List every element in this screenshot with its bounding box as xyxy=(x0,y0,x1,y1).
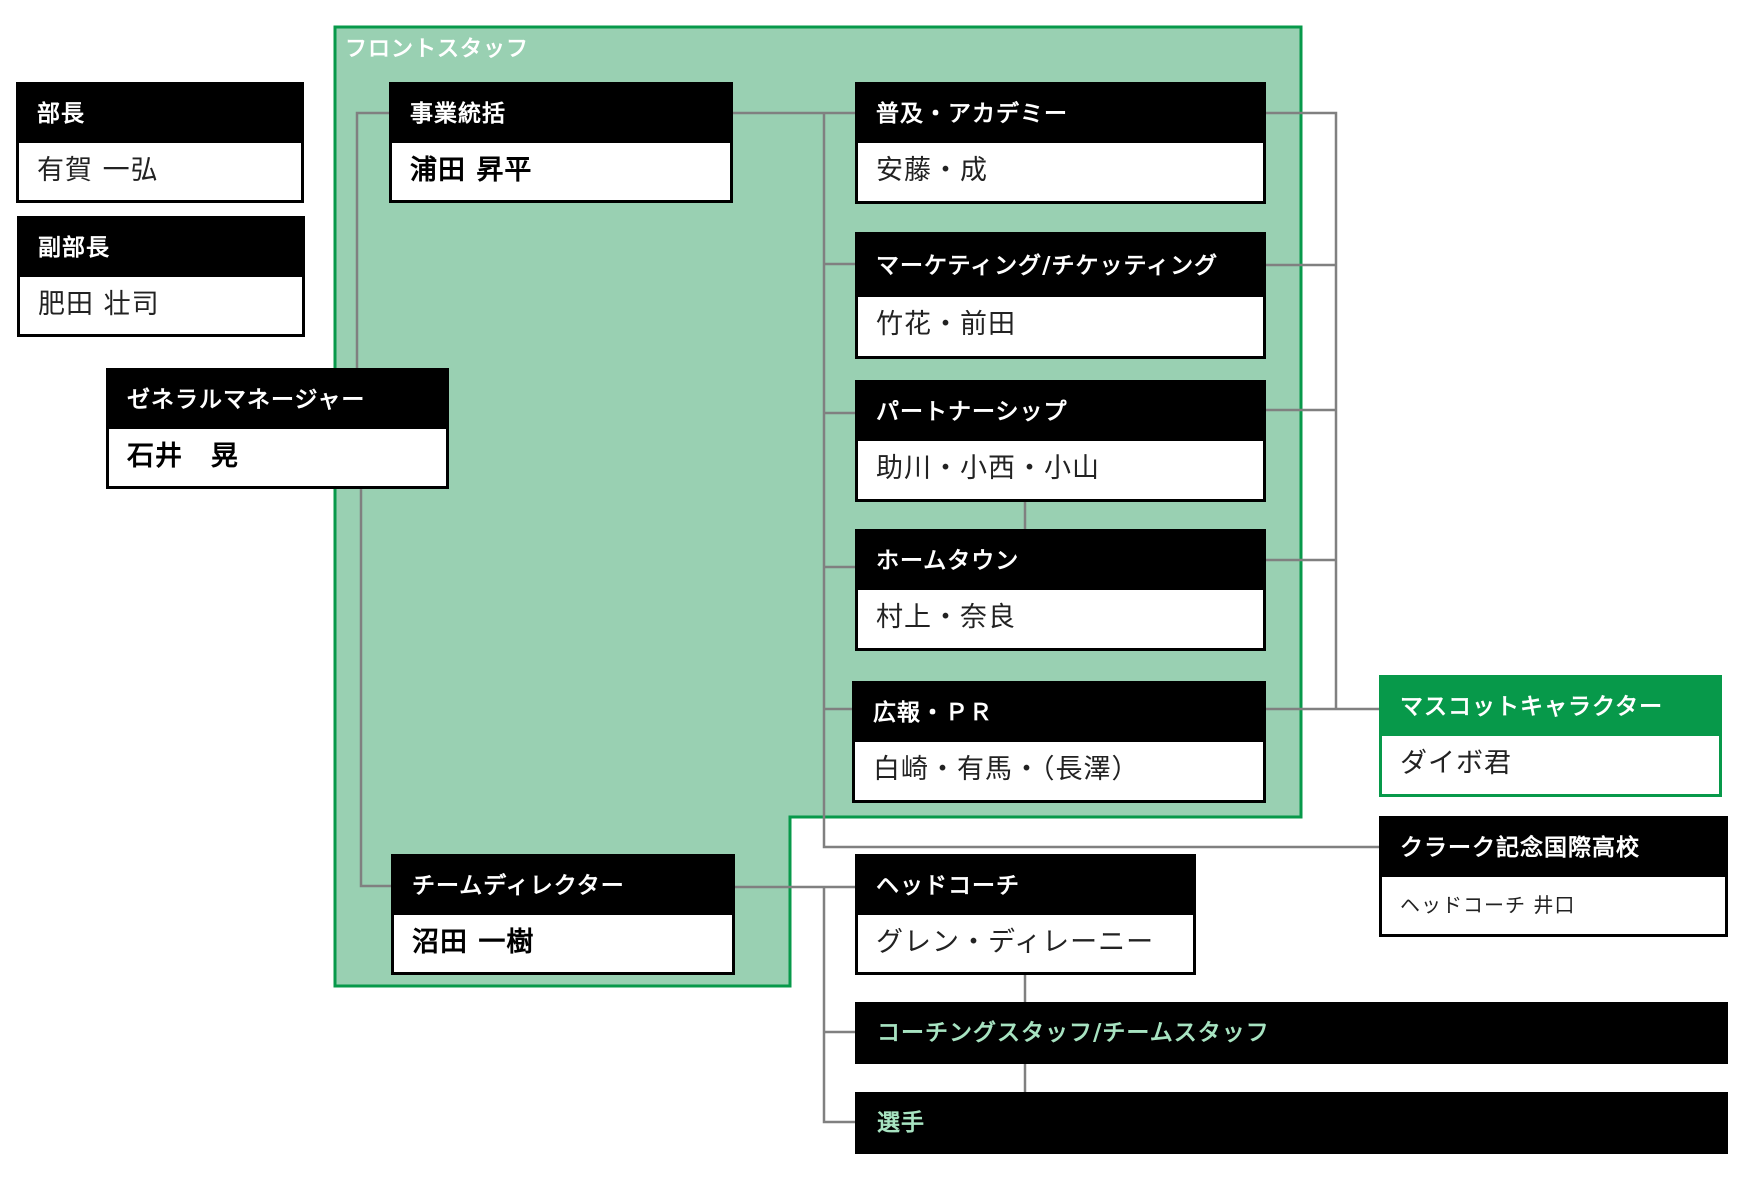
partnership-name: 助川・小西・小山 xyxy=(876,453,1100,484)
business-head-name: 浦田 昇平 xyxy=(410,155,533,186)
academy-box: 普及・アカデミー 安藤・成 xyxy=(855,82,1266,204)
dept-trunk-line xyxy=(822,113,1381,849)
general-manager-name: 石井 晃 xyxy=(127,441,239,472)
marketing-role: マーケティング/チケッティング xyxy=(858,235,1263,297)
business-head-box: 事業統括 浦田 昇平 xyxy=(389,82,733,203)
players-bar: 選手 xyxy=(855,1092,1728,1154)
clark-role: クラーク記念国際高校 xyxy=(1382,819,1725,877)
pr-box: 広報・ＰＲ 白崎・有馬・（長澤） xyxy=(852,681,1266,803)
pr-name: 白崎・有馬・（長澤） xyxy=(873,754,1140,785)
director-name: 有賀 一弘 xyxy=(37,155,159,186)
mascot-role: マスコットキャラクター xyxy=(1382,678,1719,736)
hometown-role: ホームタウン xyxy=(858,532,1263,590)
head-coach-name: グレン・ディレーニー xyxy=(876,927,1155,958)
team-director-box: チームディレクター 沼田 一樹 xyxy=(391,854,735,975)
head-coach-box: ヘッドコーチ グレン・ディレーニー xyxy=(855,854,1196,975)
team-director-name: 沼田 一樹 xyxy=(412,927,535,958)
deputy-director-box: 副部長 肥田 壮司 xyxy=(17,216,305,337)
front-staff-title: フロントスタッフ xyxy=(345,37,530,62)
marketing-name: 竹花・前田 xyxy=(876,309,1016,340)
team-trunk-line xyxy=(822,887,858,1124)
clark-name: ヘッドコーチ 井口 xyxy=(1400,893,1576,917)
director-role: 部長 xyxy=(19,85,301,143)
head-coach-role: ヘッドコーチ xyxy=(858,857,1193,915)
academy-role: 普及・アカデミー xyxy=(858,85,1263,143)
hometown-box: ホームタウン 村上・奈良 xyxy=(855,529,1266,651)
gm-to-business-line xyxy=(355,111,392,370)
coaching-staff-bar: コーチングスタッフ/チームスタッフ xyxy=(855,1002,1728,1064)
gm-to-team-line xyxy=(359,488,394,888)
mascot-box: マスコットキャラクター ダイボ君 xyxy=(1379,675,1722,797)
general-manager-role: ゼネラルマネージャー xyxy=(109,371,446,429)
general-manager-box: ゼネラルマネージャー 石井 晃 xyxy=(106,368,449,489)
academy-name: 安藤・成 xyxy=(876,155,988,186)
right-trunk-line xyxy=(1264,111,1338,709)
hometown-name: 村上・奈良 xyxy=(876,602,1016,633)
clark-box: クラーク記念国際高校 ヘッドコーチ 井口 xyxy=(1379,816,1728,937)
partnership-box: パートナーシップ 助川・小西・小山 xyxy=(855,380,1266,502)
mascot-name: ダイボ君 xyxy=(1400,748,1512,779)
director-box: 部長 有賀 一弘 xyxy=(16,82,304,203)
partnership-role: パートナーシップ xyxy=(858,383,1263,441)
marketing-box: マーケティング/チケッティング 竹花・前田 xyxy=(855,232,1266,359)
team-director-role: チームディレクター xyxy=(394,857,732,915)
deputy-director-role: 副部長 xyxy=(20,219,302,277)
deputy-director-name: 肥田 壮司 xyxy=(38,289,160,320)
pr-role: 広報・ＰＲ xyxy=(855,684,1263,742)
business-head-role: 事業統括 xyxy=(392,85,730,143)
